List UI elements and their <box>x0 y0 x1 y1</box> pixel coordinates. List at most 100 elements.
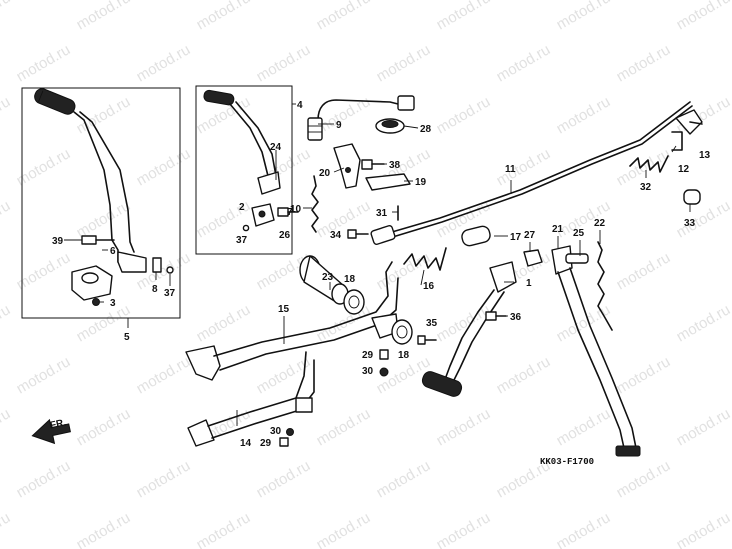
kick-starter-arm-box <box>195 85 293 255</box>
washer-37-left <box>166 266 174 274</box>
watermark-text: motod.ru <box>194 0 254 33</box>
callout-39: 39 <box>52 236 64 247</box>
callout-27: 27 <box>524 230 536 241</box>
callout-21: 21 <box>552 224 564 235</box>
callout-18a: 18 <box>344 274 356 285</box>
drawing-code: KK03-F1700 <box>540 457 594 467</box>
watermark-text: motod.ru <box>554 0 614 33</box>
callout-5: 5 <box>124 332 130 343</box>
callout-7: 7 <box>287 207 293 218</box>
callout-22: 22 <box>594 218 606 229</box>
watermark-text: motod.ru <box>374 41 434 85</box>
bracket-20 <box>333 143 361 189</box>
callout-36: 36 <box>510 312 522 323</box>
watermark-text: motod.ru <box>74 93 134 137</box>
callout-10: 10 <box>290 204 302 215</box>
watermark-text: motod.ru <box>674 509 732 549</box>
watermark-text: motod.ru <box>14 457 74 501</box>
callout-29b: 29 <box>260 438 272 449</box>
kick-arm-upper <box>203 89 281 195</box>
callout-20: 20 <box>319 168 331 179</box>
callout-25: 25 <box>573 228 585 239</box>
watermark-text: motod.ru <box>134 457 194 501</box>
bolt-35 <box>417 335 437 345</box>
callout-9: 9 <box>336 120 342 131</box>
pivot-shaft-23 <box>299 255 349 305</box>
bolt-29-lower <box>279 437 289 447</box>
watermark-text: motod.ru <box>554 93 614 137</box>
front-direction-label: FR. <box>49 417 67 431</box>
callout-19: 19 <box>415 177 427 188</box>
watermark-text: motod.ru <box>674 301 732 345</box>
watermark-text: motod.ru <box>74 405 134 449</box>
watermark-text: motod.ru <box>14 353 74 397</box>
watermark-text: motod.ru <box>674 0 732 33</box>
callout-35: 35 <box>426 318 438 329</box>
callout-1: 1 <box>526 278 532 289</box>
watermark-text: motod.ru <box>0 509 13 549</box>
watermark-text: motod.ru <box>74 509 134 549</box>
watermark-text: motod.ru <box>314 405 374 449</box>
watermark-text: motod.ru <box>0 301 13 345</box>
callout-26: 26 <box>279 230 291 241</box>
watermark-text: motod.ru <box>0 197 13 241</box>
callout-labels: 1 2 3 4 5 6 7 8 9 10 11 12 13 14 15 16 1… <box>52 100 711 449</box>
watermark-text: motod.ru <box>134 353 194 397</box>
callout-15: 15 <box>278 304 290 315</box>
seal-18-lower <box>391 319 413 345</box>
bolt-34 <box>347 229 369 239</box>
kick-starter-spindle-boss <box>71 265 113 301</box>
cap-33 <box>683 189 701 205</box>
callout-32: 32 <box>640 182 652 193</box>
callout-28: 28 <box>420 124 432 135</box>
callout-16: 16 <box>423 281 435 292</box>
front-direction-arrow <box>31 418 71 445</box>
step-holder-14 <box>187 351 315 447</box>
watermark-text: motod.ru <box>674 197 732 241</box>
pin-8 <box>152 257 162 273</box>
watermark-text: motod.ru <box>194 509 254 549</box>
callout-24: 24 <box>270 142 282 153</box>
watermark-text: motod.ru <box>254 457 314 501</box>
kick-starter-arm-left <box>34 88 147 273</box>
watermark-text: motod.ru <box>14 41 74 85</box>
callout-23: 23 <box>322 272 334 283</box>
watermark-text: motod.ru <box>74 197 134 241</box>
watermark-text: motod.ru <box>254 41 314 85</box>
watermark-text: motod.ru <box>434 0 494 33</box>
seal-18-upper <box>343 289 365 315</box>
side-stand-21 <box>551 245 641 457</box>
callout-12: 12 <box>678 164 690 175</box>
spring-32 <box>629 155 669 173</box>
watermark-text: motod.ru <box>434 509 494 549</box>
callout-29a: 29 <box>362 350 374 361</box>
watermark-text: motod.ru <box>314 197 374 241</box>
nut-30-upper <box>379 367 389 377</box>
callout-8: 8 <box>152 284 158 295</box>
watermark-text: motod.ru <box>614 249 674 293</box>
neutral-switch-9 <box>307 95 415 141</box>
clip-12 <box>671 131 683 151</box>
bolt-29-upper <box>379 349 389 360</box>
callout-33: 33 <box>684 218 696 229</box>
spring-10 <box>311 175 319 233</box>
watermark-text: motod.ru <box>434 93 494 137</box>
watermark-text: motod.ru <box>494 353 554 397</box>
callout-34: 34 <box>330 230 342 241</box>
nut-3 <box>92 298 100 306</box>
callout-37a: 37 <box>236 235 248 246</box>
watermark-text: motod.ru <box>0 93 13 137</box>
watermark-text: motod.ru <box>554 405 614 449</box>
callout-31: 31 <box>376 208 388 219</box>
washer-37-upper <box>242 224 250 232</box>
watermark-text: motod.ru <box>614 457 674 501</box>
callout-3: 3 <box>110 298 116 309</box>
watermark-text: motod.ru <box>614 41 674 85</box>
callout-2: 2 <box>239 202 245 213</box>
watermark-text: motod.ru <box>0 405 13 449</box>
callout-30b: 30 <box>270 426 282 437</box>
callout-4: 4 <box>297 100 303 111</box>
callout-37b: 37 <box>164 288 176 299</box>
